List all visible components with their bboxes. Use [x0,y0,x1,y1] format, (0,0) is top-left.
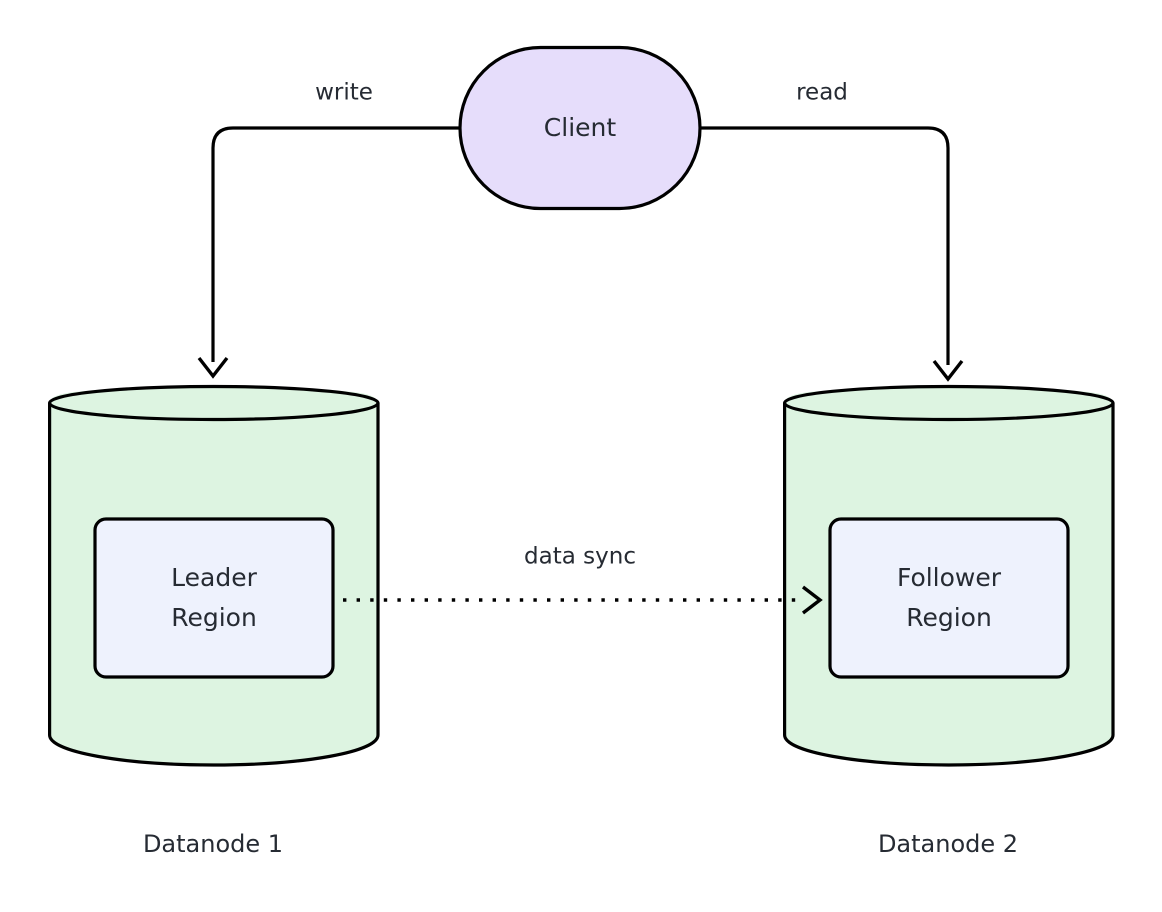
follower-region-stroke [828,517,1070,679]
follower-region-label-line1: Follower [897,563,1002,592]
leader-region-stroke [93,517,335,679]
datanode-2-cylinder-top-fill [784,386,1113,420]
edge-read-line [700,126,950,365]
edge-data-sync-arrowhead [801,585,823,615]
leader-region-label-line1: Leader [171,563,257,592]
datanode-1-caption: Datanode 1 [143,830,283,858]
datanode-1[interactable]: Leader Region Datanode 1 [48,384,380,859]
client-node-fill [460,47,700,209]
edge-data-sync-label: data sync [524,544,636,570]
edge-write[interactable]: write [197,80,460,379]
datanode-1-cylinder-top-fill [49,386,378,420]
edge-read-label: read [796,80,848,106]
client-node[interactable]: Client [458,45,702,211]
edge-write-arrowhead [197,356,229,379]
edge-read-arrowhead [932,359,964,382]
leader-region-fill [95,519,333,677]
client-node-label: Client [544,113,617,142]
leader-region-label-line2: Region [171,603,257,632]
edge-data-sync[interactable]: data sync [343,544,823,615]
edge-read[interactable]: read [700,80,964,382]
follower-region-label-line2: Region [906,603,992,632]
datanode-2[interactable]: Follower Region Datanode 2 [782,384,1115,859]
leader-region-box[interactable]: Leader Region [93,517,335,679]
follower-region-box[interactable]: Follower Region [828,517,1070,679]
datanode-2-cylinder-body-stroke [783,403,1115,767]
follower-region-fill [830,519,1068,677]
edge-write-label: write [315,80,373,106]
datanode-2-cylinder-top-stroke [782,384,1115,422]
edge-write-line [211,126,460,362]
datanode-1-cylinder-body-stroke [48,403,380,767]
datanode-2-caption: Datanode 2 [878,830,1018,858]
datanode-1-cylinder-top-stroke [48,384,380,422]
client-node-stroke [458,45,702,211]
